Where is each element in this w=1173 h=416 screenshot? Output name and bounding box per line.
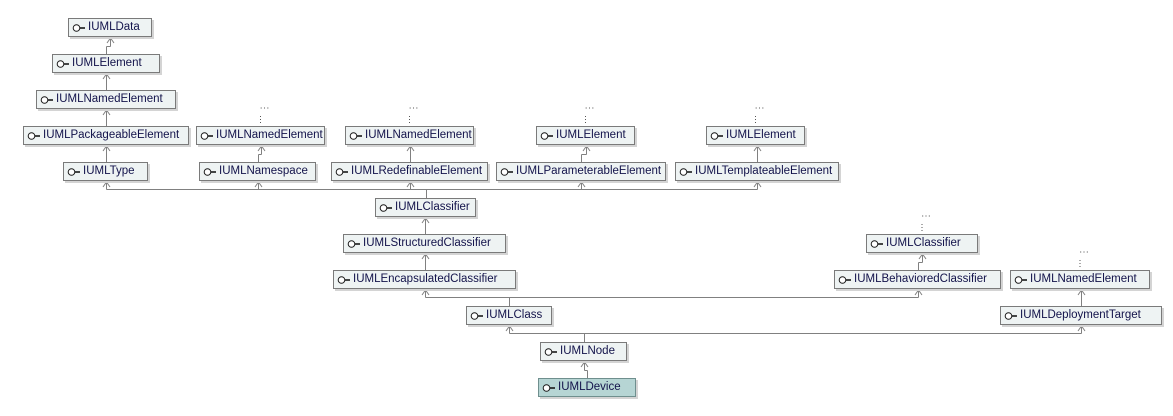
- interface-icon: [72, 23, 85, 32]
- class-node-label: IUMLClassifier: [395, 201, 470, 213]
- class-node-iumlnamespace[interactable]: IUMLNamespace: [199, 162, 316, 181]
- generalization-arrowhead: [582, 145, 591, 152]
- class-node-iumlelement[interactable]: IUMLElement: [52, 54, 160, 73]
- interface-icon: [349, 131, 362, 140]
- class-node-iumlelement[interactable]: IUMLElement: [536, 126, 635, 145]
- generalization-arrowhead: [914, 289, 923, 296]
- class-node-label: IUMLNamedElement: [56, 93, 163, 105]
- generalization-arrowhead: [421, 253, 430, 260]
- class-node-label: IUMLPackageableElement: [43, 129, 180, 141]
- class-node-iumltype[interactable]: IUMLType: [63, 162, 148, 181]
- class-node-label: IUMLNamedElement: [1030, 273, 1137, 285]
- generalization-arrowhead: [102, 73, 111, 80]
- class-node-label: IUMLType: [83, 165, 135, 177]
- class-node-iumlnode[interactable]: IUMLNode: [540, 342, 627, 361]
- class-node-iumlelement[interactable]: IUMLElement: [706, 126, 805, 145]
- class-node-iumldevice[interactable]: IUMLDevice: [538, 378, 636, 397]
- interface-icon: [379, 203, 392, 212]
- generalization-arrowhead: [102, 181, 111, 188]
- interface-icon: [544, 347, 557, 356]
- interface-icon: [67, 167, 80, 176]
- generalization-arrowhead: [254, 181, 263, 188]
- truncated-hierarchy-ellipsis: ⋯: [408, 103, 420, 114]
- class-node-label: IUMLRedefinableElement: [351, 165, 483, 177]
- interface-icon: [200, 131, 213, 140]
- class-node-label: IUMLStructuredClassifier: [363, 237, 491, 249]
- interface-icon: [1004, 311, 1017, 320]
- generalization-arrowhead: [753, 145, 762, 152]
- class-node-iumlnamedelement[interactable]: IUMLNamedElement: [345, 126, 474, 145]
- generalization-arrowhead: [257, 145, 266, 152]
- class-node-iumlclassifier[interactable]: IUMLClassifier: [375, 198, 476, 217]
- class-node-label: IUMLBehavioredClassifier: [854, 273, 987, 285]
- generalization-arrowhead: [505, 325, 514, 332]
- class-node-iumlredefinableelement[interactable]: IUMLRedefinableElement: [331, 162, 488, 181]
- class-node-label: IUMLNamedElement: [365, 129, 472, 141]
- class-node-iumlclassifier[interactable]: IUMLClassifier: [866, 234, 978, 253]
- interface-icon: [1014, 275, 1027, 284]
- generalization-arrowhead: [1077, 289, 1086, 296]
- class-node-label: IUMLNamespace: [219, 165, 308, 177]
- class-node-label: IUMLData: [88, 21, 140, 33]
- truncated-hierarchy-ellipsis: ⋯: [754, 103, 766, 114]
- class-node-label: IUMLNode: [560, 345, 615, 357]
- class-node-label: IUMLParameterableElement: [516, 165, 662, 177]
- generalization-arrowhead: [406, 145, 415, 152]
- generalization-arrowhead: [421, 217, 430, 224]
- class-node-label: IUMLTemplateableElement: [695, 165, 833, 177]
- generalization-arrowhead: [421, 289, 430, 296]
- interface-icon: [470, 311, 483, 320]
- generalization-arrowhead: [406, 181, 415, 188]
- class-node-iumlpackageableelement[interactable]: IUMLPackageableElement: [23, 126, 189, 145]
- class-node-iumlbehavioredclassifier[interactable]: IUMLBehavioredClassifier: [834, 270, 1001, 289]
- class-node-iumlstructuredclassifier[interactable]: IUMLStructuredClassifier: [343, 234, 506, 253]
- interface-icon: [56, 59, 69, 68]
- interface-icon: [27, 131, 40, 140]
- class-node-label: IUMLDeploymentTarget: [1020, 309, 1141, 321]
- generalization-arrowhead: [918, 253, 927, 260]
- interface-icon: [838, 275, 851, 284]
- class-node-label: IUMLDevice: [558, 381, 621, 393]
- truncated-hierarchy-ellipsis: ⋯: [1079, 247, 1090, 258]
- interface-icon: [540, 131, 553, 140]
- interface-icon: [870, 239, 883, 248]
- class-node-label: IUMLEncapsulatedClassifier: [353, 273, 498, 285]
- truncated-hierarchy-ellipsis: ⋯: [584, 103, 596, 114]
- interface-icon: [679, 167, 692, 176]
- class-node-label: IUMLElement: [72, 57, 142, 69]
- class-node-iumldata[interactable]: IUMLData: [68, 18, 152, 37]
- generalization-arrowhead: [102, 145, 111, 152]
- generalization-arrowhead: [753, 181, 762, 188]
- class-node-label: IUMLNamedElement: [216, 129, 323, 141]
- class-node-iumlclass[interactable]: IUMLClass: [466, 306, 552, 325]
- interface-icon: [542, 383, 555, 392]
- interface-icon: [500, 167, 513, 176]
- generalization-arrowhead: [580, 361, 589, 368]
- class-node-iumlencapsulatedclassifier[interactable]: IUMLEncapsulatedClassifier: [333, 270, 516, 289]
- class-node-label: IUMLClass: [486, 309, 543, 321]
- interface-icon: [335, 167, 348, 176]
- interface-icon: [203, 167, 216, 176]
- generalization-arrowhead: [1077, 325, 1086, 332]
- interface-icon: [347, 239, 360, 248]
- class-node-iumlnamedelement[interactable]: IUMLNamedElement: [196, 126, 325, 145]
- interface-icon: [710, 131, 723, 140]
- generalization-arrowhead: [106, 37, 115, 44]
- class-node-label: IUMLElement: [726, 129, 796, 141]
- truncated-hierarchy-ellipsis: ⋯: [921, 211, 932, 222]
- class-node-iumldeploymenttarget[interactable]: IUMLDeploymentTarget: [1000, 306, 1162, 325]
- class-node-label: IUMLClassifier: [886, 237, 961, 249]
- truncated-hierarchy-ellipsis: ⋯: [259, 103, 271, 114]
- class-node-iumlparameterableelement[interactable]: IUMLParameterableElement: [496, 162, 666, 181]
- class-node-iumltemplateableelement[interactable]: IUMLTemplateableElement: [675, 162, 839, 181]
- generalization-arrowhead: [577, 181, 586, 188]
- generalization-arrowhead: [102, 109, 111, 116]
- class-node-iumlnamedelement[interactable]: IUMLNamedElement: [36, 90, 176, 109]
- interface-icon: [337, 275, 350, 284]
- class-node-label: IUMLElement: [556, 129, 626, 141]
- class-node-iumlnamedelement[interactable]: IUMLNamedElement: [1010, 270, 1150, 289]
- interface-icon: [40, 95, 53, 104]
